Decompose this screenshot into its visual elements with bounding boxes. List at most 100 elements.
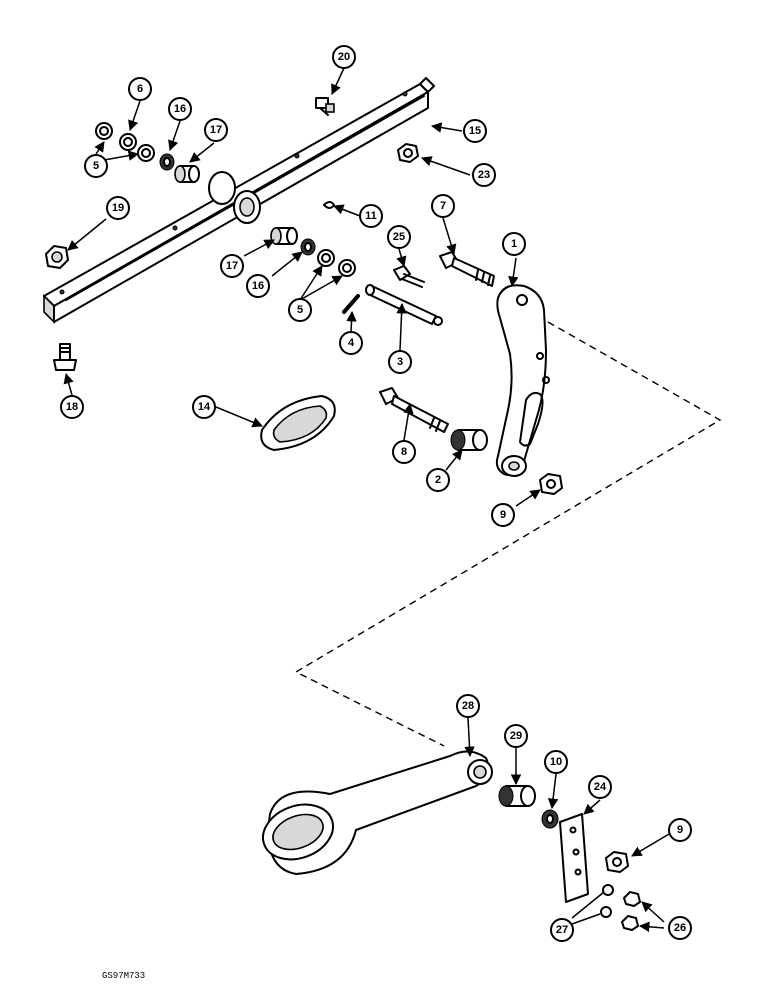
bolt-8	[379, 387, 449, 433]
washer-5-lower	[317, 249, 335, 267]
nut-9-upper	[539, 473, 563, 495]
callout-circle	[128, 77, 152, 101]
callout-circle	[84, 154, 108, 178]
callout-number: 25	[393, 231, 405, 243]
callout-7: 7	[431, 194, 455, 218]
leader-lines	[63, 67, 670, 933]
callout-16: 16	[168, 97, 192, 121]
callout-2: 2	[426, 468, 450, 492]
callout-number: 6	[137, 83, 143, 95]
callout-number: 5	[93, 160, 99, 172]
callout-1: 1	[502, 232, 526, 256]
callout-number: 3	[397, 356, 403, 368]
callout-17: 17	[220, 254, 244, 278]
callout-number: 17	[226, 260, 238, 272]
callout-9: 9	[668, 818, 692, 842]
callout-number: 24	[594, 781, 607, 793]
callout-number: 8	[401, 446, 407, 458]
callout-8: 8	[392, 440, 416, 464]
callout-15: 15	[463, 119, 487, 143]
callout-number: 9	[500, 509, 506, 521]
callout-circle	[472, 163, 496, 187]
callout-circle	[431, 194, 455, 218]
callout-circle	[192, 395, 216, 419]
callout-17: 17	[204, 118, 228, 142]
connection-dashed-line	[294, 321, 722, 747]
washer-27-b	[600, 906, 612, 918]
bolt-25	[393, 265, 425, 288]
drawing-code: GS97M733	[102, 971, 145, 981]
washer-5-upper-2	[137, 144, 155, 162]
callout-23: 23	[472, 163, 496, 187]
callout-circle	[359, 204, 383, 228]
bushing-16-upper	[159, 153, 175, 171]
callout-circle	[106, 196, 130, 220]
callout-circle	[220, 254, 244, 278]
pin-3	[365, 284, 443, 326]
callout-28: 28	[456, 694, 480, 718]
bolt-20	[315, 97, 335, 116]
washer-10	[541, 809, 559, 829]
callout-number: 18	[66, 401, 78, 413]
callout-4: 4	[339, 331, 363, 355]
callout-11: 11	[359, 204, 383, 228]
callout-number: 2	[435, 474, 441, 486]
callout-number: 16	[252, 280, 264, 292]
callout-circle	[502, 232, 526, 256]
callout-circle	[491, 503, 515, 527]
callout-circle	[668, 818, 692, 842]
callout-29: 29	[504, 724, 528, 748]
callout-circle	[246, 274, 270, 298]
callout-number: 23	[478, 169, 490, 181]
callout-circle	[550, 918, 574, 942]
callout-number: 26	[674, 922, 686, 934]
bushing-29	[498, 785, 536, 807]
callout-circle	[387, 225, 411, 249]
callout-circle	[588, 775, 612, 799]
callout-5: 5	[84, 154, 108, 178]
callout-number: 16	[174, 103, 186, 115]
callout-circle	[456, 694, 480, 718]
callout-circle	[60, 395, 84, 419]
callout-circle	[504, 724, 528, 748]
callout-18: 18	[60, 395, 84, 419]
callout-9: 9	[491, 503, 515, 527]
callout-number: 17	[210, 124, 222, 136]
callout-19: 19	[106, 196, 130, 220]
bushing-17-upper	[174, 165, 200, 183]
callout-number: 29	[510, 730, 522, 742]
callout-circle	[204, 118, 228, 142]
callout-number: 27	[556, 924, 568, 936]
callout-5: 5	[288, 298, 312, 322]
callout-circle	[544, 750, 568, 774]
callout-number: 20	[338, 51, 350, 63]
callout-14: 14	[192, 395, 216, 419]
callout-circle	[392, 440, 416, 464]
washer-6	[119, 133, 137, 151]
callout-number: 1	[511, 238, 517, 250]
callout-27: 27	[550, 918, 574, 942]
washer-5-upper	[95, 122, 113, 140]
callout-number: 5	[297, 304, 303, 316]
callout-16: 16	[246, 274, 270, 298]
callout-number: 19	[112, 202, 124, 214]
nut-23	[397, 143, 419, 163]
bolt-7	[439, 251, 495, 287]
callout-26: 26	[668, 916, 692, 940]
bushing-17-lower	[270, 227, 298, 245]
callout-circle	[463, 119, 487, 143]
bushing-2	[450, 429, 488, 451]
nut-26-a	[623, 891, 641, 907]
callout-circle	[339, 331, 363, 355]
callout-6: 6	[128, 77, 152, 101]
roll-pin-4	[342, 294, 360, 314]
callout-number: 28	[462, 700, 474, 712]
arm-1	[495, 284, 550, 477]
callout-number: 4	[348, 337, 355, 349]
connecting-rod-28	[262, 750, 493, 875]
washer-27-a	[602, 884, 614, 896]
bolt-18	[53, 343, 77, 371]
callout-number: 11	[365, 210, 377, 222]
callout-3: 3	[388, 350, 412, 374]
